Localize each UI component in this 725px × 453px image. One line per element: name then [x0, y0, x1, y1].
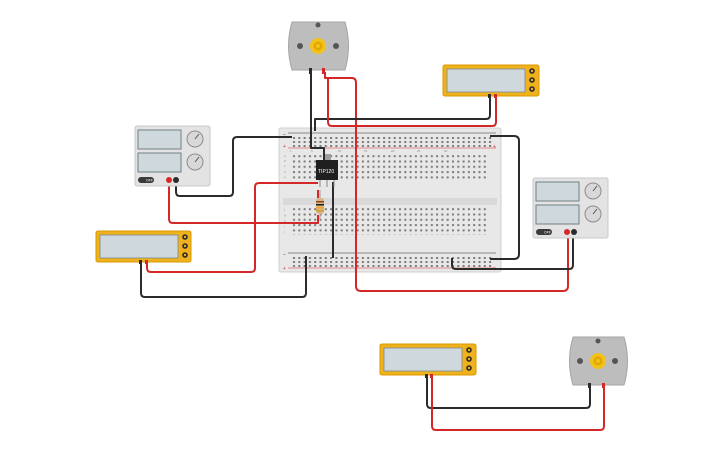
- column-number: 5: [311, 149, 313, 153]
- wire-black[interactable]: [175, 136, 292, 197]
- wire-red[interactable]: [146, 182, 318, 273]
- column-number: 1: [290, 149, 292, 153]
- column-number: 15: [364, 149, 368, 153]
- resistor[interactable]: [316, 190, 324, 220]
- wire-black[interactable]: [426, 377, 591, 409]
- row-letter: d: [284, 170, 286, 174]
- column-number: 10: [338, 149, 342, 153]
- rail-minus-bottom: −: [283, 252, 286, 258]
- column-number: 20: [391, 149, 395, 153]
- gear-icon: [310, 38, 326, 54]
- breadboard-column-numbers: 1 5 10 15 20 25 30: [290, 149, 448, 153]
- breadboard-row-letters: a b c d e f g h i j: [283, 154, 286, 234]
- power-supply-terminal[interactable]: [564, 229, 570, 235]
- power-supply-right[interactable]: OFF: [532, 177, 609, 239]
- wire-red[interactable]: [431, 377, 605, 431]
- power-supply-terminal[interactable]: [173, 177, 179, 183]
- column-number: 25: [417, 149, 421, 153]
- power-switch-label: OFF: [146, 179, 153, 183]
- row-letter: e: [284, 175, 286, 179]
- power-supply-left[interactable]: OFF: [134, 125, 211, 187]
- row-letter: f: [284, 208, 285, 212]
- wire-black[interactable]: [140, 256, 307, 298]
- wire-black[interactable]: [451, 232, 574, 270]
- column-number: 30: [444, 149, 448, 153]
- transistor-label: TIP120: [318, 169, 334, 175]
- rail-plus-top-right: +: [493, 144, 496, 150]
- row-letter: c: [284, 164, 286, 168]
- row-letter: g: [284, 213, 286, 217]
- row-letter: h: [284, 219, 286, 223]
- wire-red[interactable]: [327, 78, 497, 127]
- wire-black[interactable]: [310, 72, 325, 160]
- breadboard[interactable]: + − + − + + 1 5 10 15 20 25 30 a b c d e…: [278, 127, 502, 273]
- gear-icon: [590, 353, 606, 369]
- rail-plus-top: +: [283, 144, 286, 150]
- dc-motor-bottom[interactable]: [569, 336, 628, 388]
- power-switch[interactable]: OFF: [536, 229, 552, 235]
- row-letter: b: [284, 159, 286, 163]
- knob-icon[interactable]: [584, 182, 602, 200]
- wire-black[interactable]: [490, 135, 520, 260]
- multimeter-left[interactable]: [95, 230, 192, 264]
- power-switch[interactable]: OFF: [138, 177, 154, 183]
- power-supply-terminal[interactable]: [166, 177, 172, 183]
- multimeter-bottom[interactable]: [379, 343, 477, 378]
- knob-icon[interactable]: [186, 130, 204, 148]
- transistor[interactable]: TIP120: [316, 154, 338, 187]
- wire-red[interactable]: [324, 72, 569, 292]
- wire-black[interactable]: [314, 96, 491, 131]
- power-supply-terminal[interactable]: [571, 229, 577, 235]
- dc-motor-top[interactable]: [288, 21, 349, 74]
- knob-icon[interactable]: [186, 153, 204, 171]
- rail-minus-top: −: [283, 132, 286, 138]
- row-letter: i: [284, 224, 285, 228]
- row-letter: j: [283, 230, 285, 234]
- wire-red[interactable]: [168, 182, 319, 224]
- power-switch-label: OFF: [544, 231, 551, 235]
- wires[interactable]: [140, 72, 605, 431]
- rail-plus-bottom: +: [283, 266, 286, 272]
- multimeter-top-right[interactable]: [442, 64, 540, 98]
- row-letter: a: [284, 154, 286, 158]
- knob-icon[interactable]: [584, 205, 602, 223]
